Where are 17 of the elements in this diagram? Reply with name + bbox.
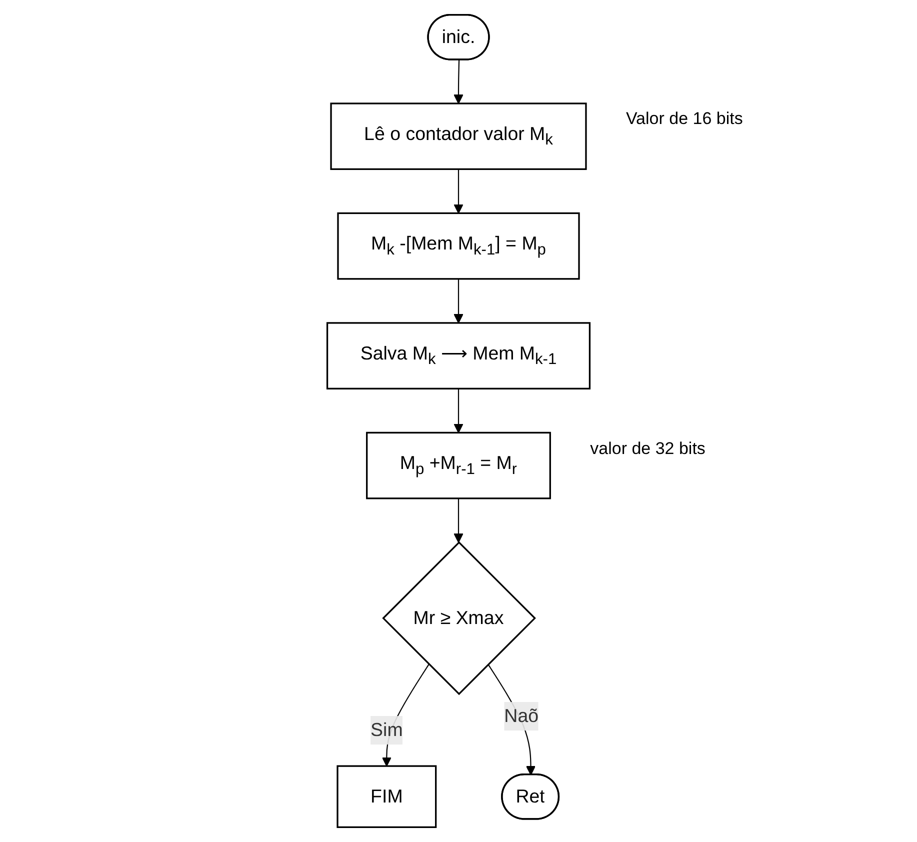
edge-label: Sim bbox=[370, 716, 403, 744]
terminal-ellipse: inic. bbox=[427, 14, 490, 60]
process-box: Lê o contador valor M$_{k}$ bbox=[330, 102, 587, 170]
arrow bbox=[454, 169, 464, 214]
side-note: Valor de 16 bits bbox=[626, 109, 743, 130]
arrow bbox=[454, 278, 464, 324]
terminal-ellipse: Ret bbox=[501, 774, 560, 820]
arrow bbox=[454, 498, 464, 543]
process-box: M$_{p}$ +M$_{r-1}$ = M$_{r}$ bbox=[366, 432, 551, 500]
side-note: valor de 32 bits bbox=[590, 438, 706, 459]
arrow bbox=[454, 388, 464, 434]
decision-diamond: Mr ≥ Xmax bbox=[382, 541, 536, 696]
edge-label: Naõ bbox=[504, 702, 539, 730]
arrow bbox=[454, 60, 464, 104]
process-box: M$_{k}$ -[Mem M$_{k-1}$] = M$_{p}$ bbox=[337, 212, 580, 280]
process-box: Salva M$_{k}$ ⟶ Mem M$_{k-1}$ bbox=[326, 322, 591, 390]
process-box: FIM bbox=[336, 765, 437, 828]
